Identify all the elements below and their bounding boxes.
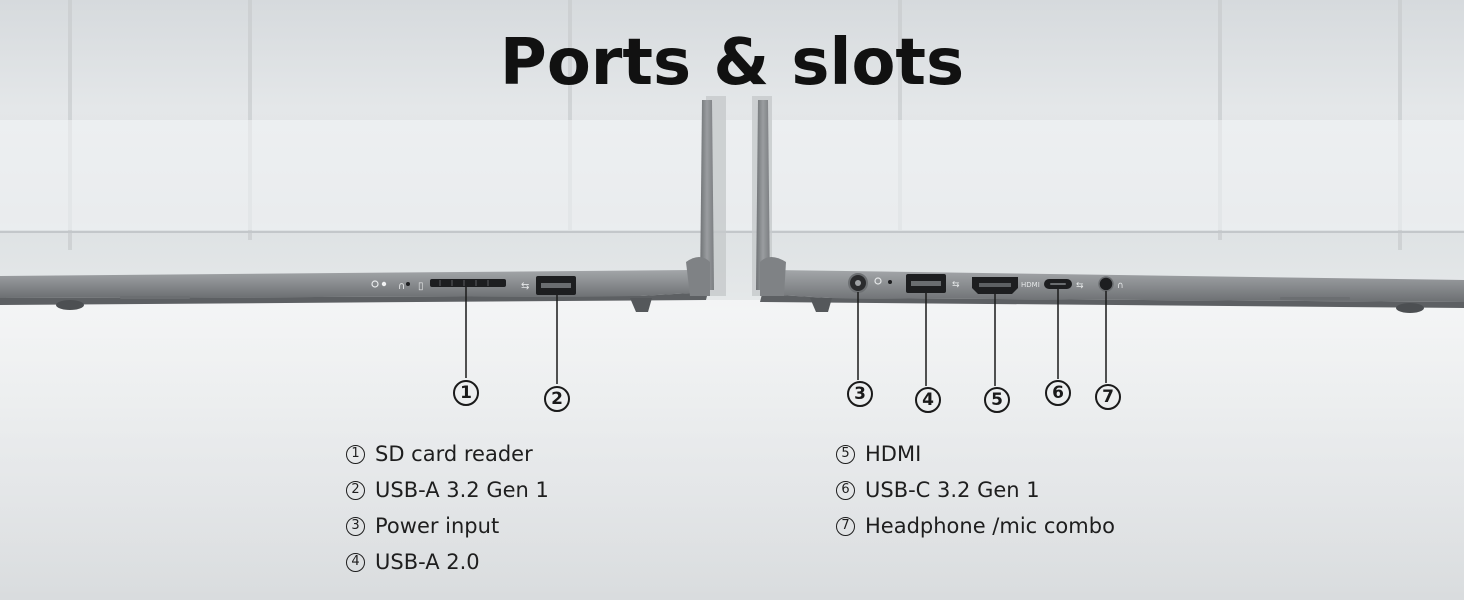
left-speaker-grille	[120, 296, 190, 299]
legend-number: 7	[836, 516, 855, 536]
legend-right: 5 HDMI 6 USB-C 3.2 Gen 1 7 Headphone /mic c…	[836, 436, 1115, 544]
legend-number: 4	[346, 552, 365, 572]
horizon-haze	[0, 120, 1464, 230]
floor-reflection	[0, 300, 1464, 600]
legend-label: USB-A 2.0	[375, 550, 480, 574]
legend-label: Power input	[375, 514, 500, 538]
callout-5: 5	[984, 387, 1010, 413]
left-laptop: ∩ ▯ ⇆	[0, 100, 714, 384]
status-led-icon	[381, 281, 387, 287]
legend-number: 3	[346, 516, 365, 536]
page-title: Ports & slots	[499, 26, 965, 100]
power-led-icon	[371, 280, 379, 288]
legend-item: 6 USB-C 3.2 Gen 1	[836, 472, 1115, 508]
legend-label: USB-C 3.2 Gen 1	[865, 478, 1040, 502]
sd-print-icon: ▯	[418, 281, 424, 292]
legend-item: 4 USB-A 2.0	[346, 544, 549, 580]
usb-print-icon: ⇆	[521, 281, 529, 292]
callout-3: 3	[847, 381, 873, 407]
status-led-2-icon	[406, 282, 410, 286]
headphone-print-icon: ∩	[398, 281, 405, 292]
callout-6: 6	[1045, 380, 1071, 406]
legend-label: USB-A 3.2 Gen 1	[375, 478, 549, 502]
power-print-icon	[874, 277, 882, 285]
ss-usb-print-icon: ⇆	[952, 280, 960, 290]
legend-number: 6	[836, 480, 855, 500]
usb-c-print-icon: ⇆	[1076, 281, 1084, 291]
headset-print-icon: ∩	[1117, 281, 1124, 291]
callout-4: 4	[915, 387, 941, 413]
legend-item: 7 Headphone /mic combo	[836, 508, 1115, 544]
callout-2: 2	[544, 386, 570, 412]
callout-1: 1	[453, 380, 479, 406]
callout-7: 7	[1095, 384, 1121, 410]
legend-label: Headphone /mic combo	[865, 514, 1115, 538]
legend-item: 2 USB-A 3.2 Gen 1	[346, 472, 549, 508]
legend-item: 5 HDMI	[836, 436, 1115, 472]
legend-left: 1 SD card reader 2 USB-A 3.2 Gen 1 3 Power …	[346, 436, 549, 580]
headphone-jack	[1098, 276, 1114, 292]
legend-number: 1	[346, 444, 365, 464]
legend-number: 5	[836, 444, 855, 464]
right-laptop: ⇆ HDMI ⇆ ∩	[756, 100, 1464, 386]
right-speaker-grille	[1280, 297, 1350, 300]
legend-number: 2	[346, 480, 365, 500]
charge-led-icon	[888, 280, 892, 284]
legend-item: 3 Power input	[346, 508, 549, 544]
hdmi-print-label: HDMI	[1021, 281, 1040, 289]
legend-label: SD card reader	[375, 442, 533, 466]
legend-item: 1 SD card reader	[346, 436, 549, 472]
legend-label: HDMI	[865, 442, 922, 466]
sd-card-slot	[430, 279, 506, 287]
